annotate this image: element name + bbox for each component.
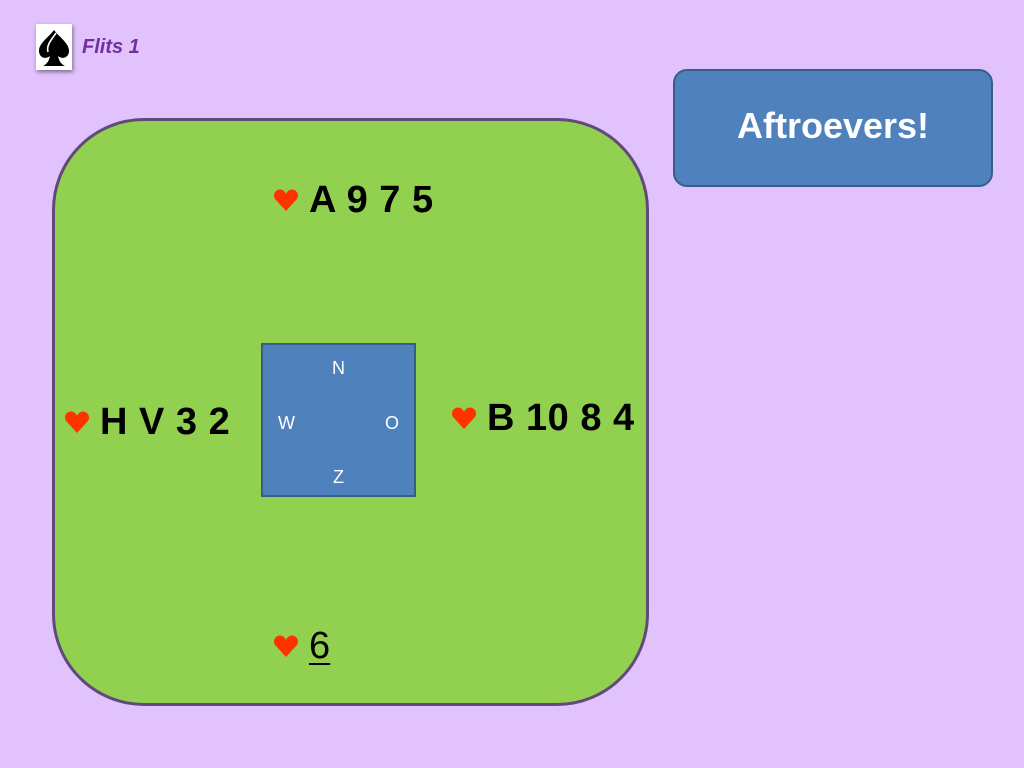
south-played-card: 6: [309, 625, 331, 667]
east-cards: B 10 8 4: [487, 397, 635, 439]
compass-north: N: [332, 358, 345, 378]
compass-box: N W O Z: [261, 343, 416, 497]
compass-east: O: [385, 413, 400, 433]
west-cards: H V 3 2: [100, 401, 231, 443]
aftroevers-button[interactable]: Aftroevers!: [673, 69, 993, 187]
north-cards: A 9 7 5: [309, 179, 434, 221]
spade-icon: [39, 30, 69, 66]
compass-west: W: [278, 413, 295, 433]
hand-north: A 9 7 5: [273, 178, 434, 222]
heart-icon: [273, 188, 299, 212]
hand-south: 6: [273, 624, 330, 668]
hand-east: B 10 8 4: [451, 396, 635, 440]
hand-west: H V 3 2: [64, 400, 230, 444]
compass-south: Z: [333, 467, 344, 487]
spade-logo: [36, 24, 72, 70]
heart-icon: [451, 406, 477, 430]
heart-icon: [64, 410, 90, 434]
page-title: Flits 1: [82, 36, 140, 58]
heart-icon: [273, 634, 299, 658]
